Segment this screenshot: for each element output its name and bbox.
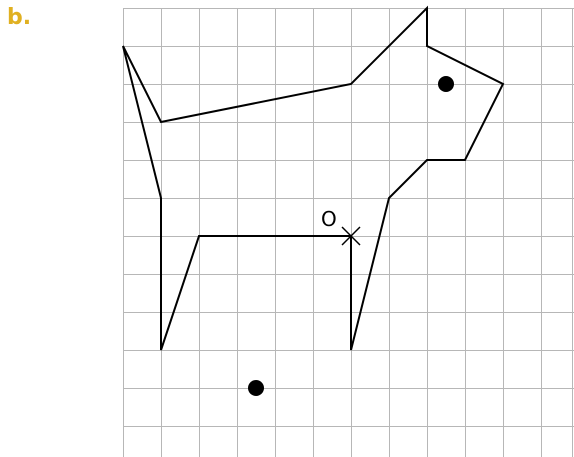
part-label: b. (7, 5, 32, 30)
cat-outline (122, 5, 505, 351)
origin-label: O (321, 207, 337, 231)
grid-lines (123, 8, 574, 457)
origin-cross-icon (341, 226, 361, 246)
dot (248, 380, 264, 396)
dot (438, 76, 454, 92)
dots (248, 76, 454, 396)
